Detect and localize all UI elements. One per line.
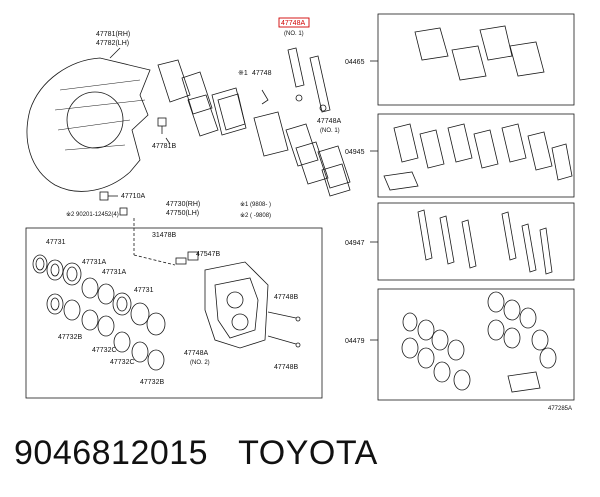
label-highlighted-47748a[interactable]: 47748A [281,20,305,27]
label-note-a: ※1 (9808- ) [240,201,271,208]
part-number: 9046812015 [14,434,209,472]
label-kit-04947: 04947 [345,240,365,247]
center-pads-drawing [157,59,351,197]
kit-04465-pads [414,25,545,81]
label-47748: 47748 [252,70,272,77]
dust-shield-drawing [26,47,151,192]
label-47748a-low: 47748A [184,350,208,357]
kit-04945-parts [383,123,573,191]
label-kit-04479: 04479 [345,338,365,345]
label-caliper-rh: 47730(RH) [166,201,200,208]
label-kit-04465: 04465 [345,59,365,66]
label-47547b: 47547B [196,251,220,258]
label-47732c-1: 47732C [92,347,117,354]
label-caliper-lh: 47750(LH) [166,210,199,217]
label-47748a-mid: 47748A [317,118,341,125]
caliper-group-box [25,227,323,399]
label-kit-04945: 04945 [345,149,365,156]
label-no1-mid: (NO. 1) [320,128,340,134]
label-47710a: 47710A [121,193,145,200]
caliper-body-drawing [175,251,269,349]
kit-box-04465 [377,13,575,106]
label-47748b-1: 47748B [274,294,298,301]
label-note-b: ※2 ( -9808) [240,212,271,219]
label-shield-lh: 47782(LH) [96,40,129,47]
label-note2-part: ※2 90201-12452(4) [66,211,119,218]
label-47731-2: 47731 [134,287,154,294]
bolt-47710a-drawing [99,191,128,216]
label-no2: (NO. 2) [190,360,210,366]
label-47781b: 47781B [152,143,176,150]
label-47731a-1: 47731A [82,259,106,266]
label-47731a-2: 47731A [102,269,126,276]
kit-box-04947 [377,202,575,281]
label-47732c-2: 47732C [110,359,135,366]
label-47732b-2: 47732B [140,379,164,386]
diagram-labels: 47781(RH) 47782(LH) 47781B 47748A (NO. 1… [46,17,572,412]
brand-name: TOYOTA [238,434,378,472]
label-31478b: 31478B [152,232,176,239]
label-shield-rh: 47781(RH) [96,31,130,38]
label-mark1: ※1 [238,70,248,77]
kit-box-04479 [377,288,575,401]
kit-04947-shims [417,209,553,275]
label-no1-top: (NO. 1) [284,31,304,37]
seals-pistons-drawing [32,254,166,371]
label-47732b-1: 47732B [58,334,82,341]
label-figure-number: 477285A [548,406,572,412]
pins-47748b-drawing [267,311,301,348]
shim-drawing [261,47,331,113]
kit-04479-seals [401,291,557,393]
label-47731-1: 47731 [46,239,66,246]
caption: 9046812015 TOYOTA [14,434,378,473]
highlight-box [278,17,310,28]
bolt-47781b-drawing [157,117,171,145]
label-47748b-2: 47748B [274,364,298,371]
kit-box-04945 [377,113,575,198]
parts-diagram: 47781(RH) 47782(LH) 47781B 47748A (NO. 1… [25,13,575,412]
